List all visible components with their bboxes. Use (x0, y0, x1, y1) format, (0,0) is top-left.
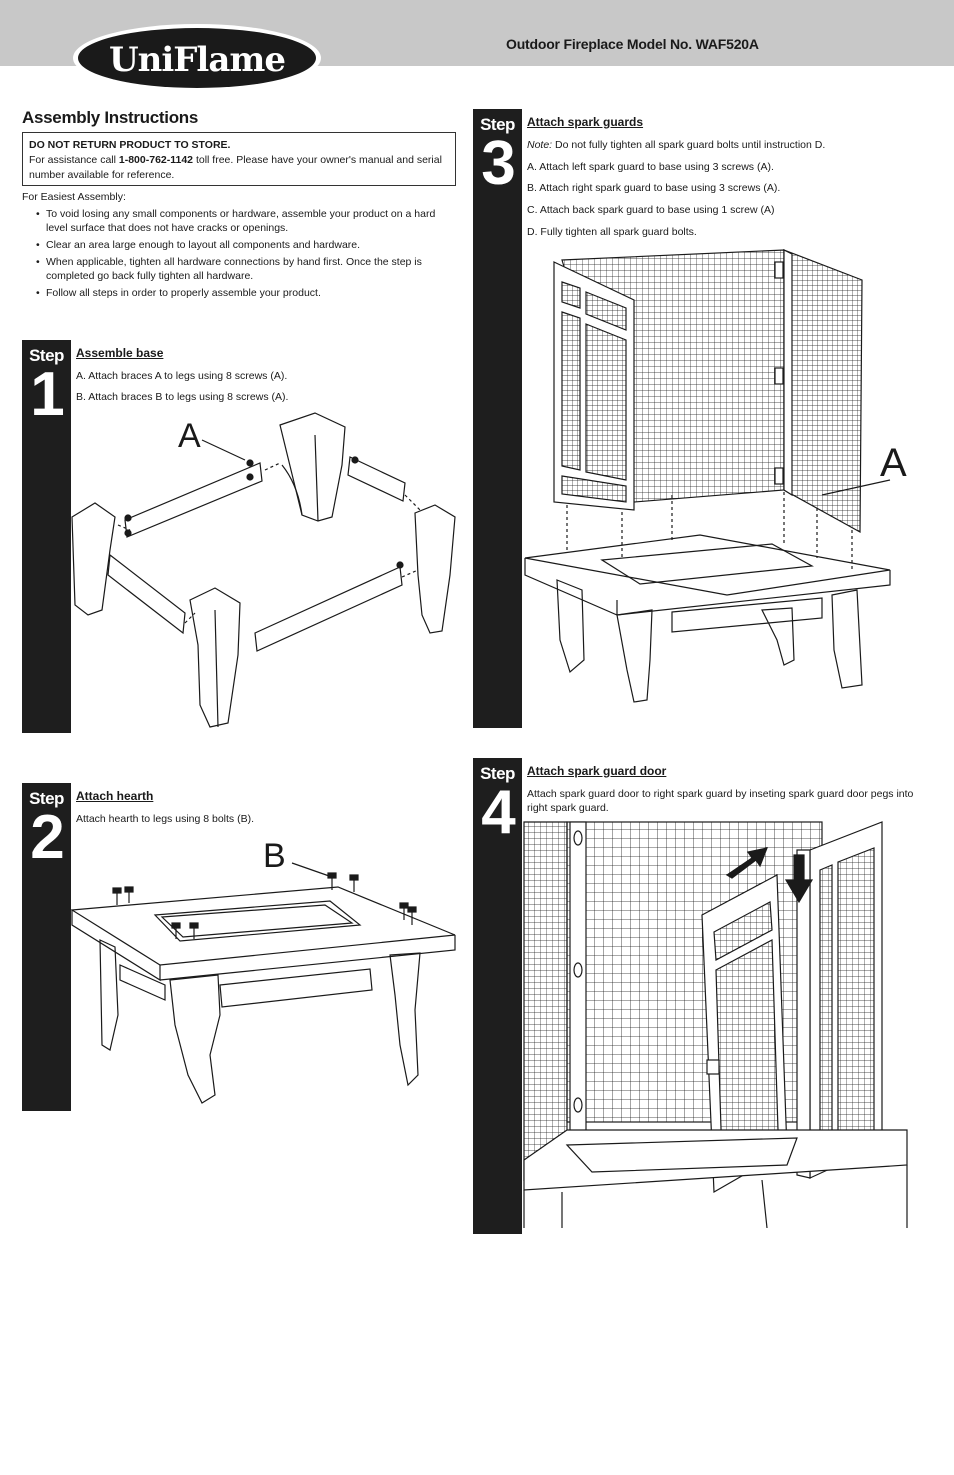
section-title: Assembly Instructions (22, 108, 199, 127)
notice-body: For assistance call 1-800-762-1142 toll … (29, 153, 449, 183)
step-number: 3 (481, 129, 515, 198)
step-2-line: Attach hearth to legs using 8 bolts (B). (76, 813, 255, 825)
step-3-title: Attach spark guards (527, 115, 644, 129)
tip-item: When applicable, tighten all hardware co… (36, 255, 456, 283)
step-2-bar: Step 2 (22, 783, 71, 1111)
notice-box: DO NOT RETURN PRODUCT TO STORE. For assi… (22, 132, 456, 186)
step-4-bar: Step 4 (473, 758, 522, 1234)
step-3-line-c: C. Attach back spark guard to base using… (527, 204, 775, 216)
step-1-bar: Step 1 (22, 340, 71, 733)
step-3-note: Note: Do not fully tighten all spark gua… (527, 138, 825, 152)
step-label: Step (480, 764, 515, 783)
callout-a: A (178, 417, 201, 455)
step-label: Step (29, 789, 64, 808)
step-4-line: Attach spark guard door to right spark g… (527, 788, 914, 814)
phone-number: 1-800-762-1142 (118, 154, 194, 166)
step-1-line-a: A. Attach braces A to legs using 8 screw… (76, 370, 288, 382)
step-3-spark-guard-illustration: A (524, 249, 907, 703)
easiest-label: For Easiest Assembly: (22, 191, 126, 203)
tips-list: To void losing any small components or h… (36, 207, 456, 303)
tip-item: Follow all steps in order to properly as… (36, 286, 456, 300)
notice-suffix: toll free. Please have your owner's manu… (29, 154, 442, 181)
notice-heading: DO NOT RETURN PRODUCT TO STORE. (29, 139, 231, 151)
step-3-line-b: B. Attach right spark guard to base usin… (527, 182, 781, 194)
step-2-hearth-illustration: B (70, 837, 456, 1104)
step-label: Step (29, 346, 64, 365)
step-2-title: Attach hearth (76, 789, 154, 803)
callout-a: A (880, 441, 907, 485)
step-number: 1 (30, 360, 64, 429)
tip-item: Clear an area large enough to layout all… (36, 238, 456, 252)
brand-name: UniFlame (109, 40, 285, 80)
note-label: Note: (527, 139, 553, 151)
step-1-line-b: B. Attach braces B to legs using 8 screw… (76, 391, 289, 403)
step-4-title: Attach spark guard door (527, 764, 667, 778)
callout-b: B (263, 837, 286, 875)
tip-item: To void losing any small components or h… (36, 207, 456, 235)
step-number: 2 (30, 803, 64, 872)
step-3-line-d: D. Fully tighten all spark guard bolts. (527, 226, 697, 238)
step-3-line-a: A. Attach left spark guard to base using… (527, 161, 774, 173)
step-number: 4 (481, 778, 515, 847)
step-3-bar: Step 3 (473, 109, 522, 728)
step-1-base-illustration: A (71, 412, 456, 728)
step-label: Step (480, 115, 515, 134)
step-4-door-illustration (523, 821, 908, 1229)
note-text: Do not fully tighten all spark guard bol… (552, 139, 826, 151)
uniflame-logo: UniFlame (73, 24, 321, 92)
step-1-title: Assemble base (76, 346, 164, 360)
notice-prefix: For assistance call (29, 154, 119, 166)
model-number: Outdoor Fireplace Model No. WAF520A (506, 36, 759, 52)
